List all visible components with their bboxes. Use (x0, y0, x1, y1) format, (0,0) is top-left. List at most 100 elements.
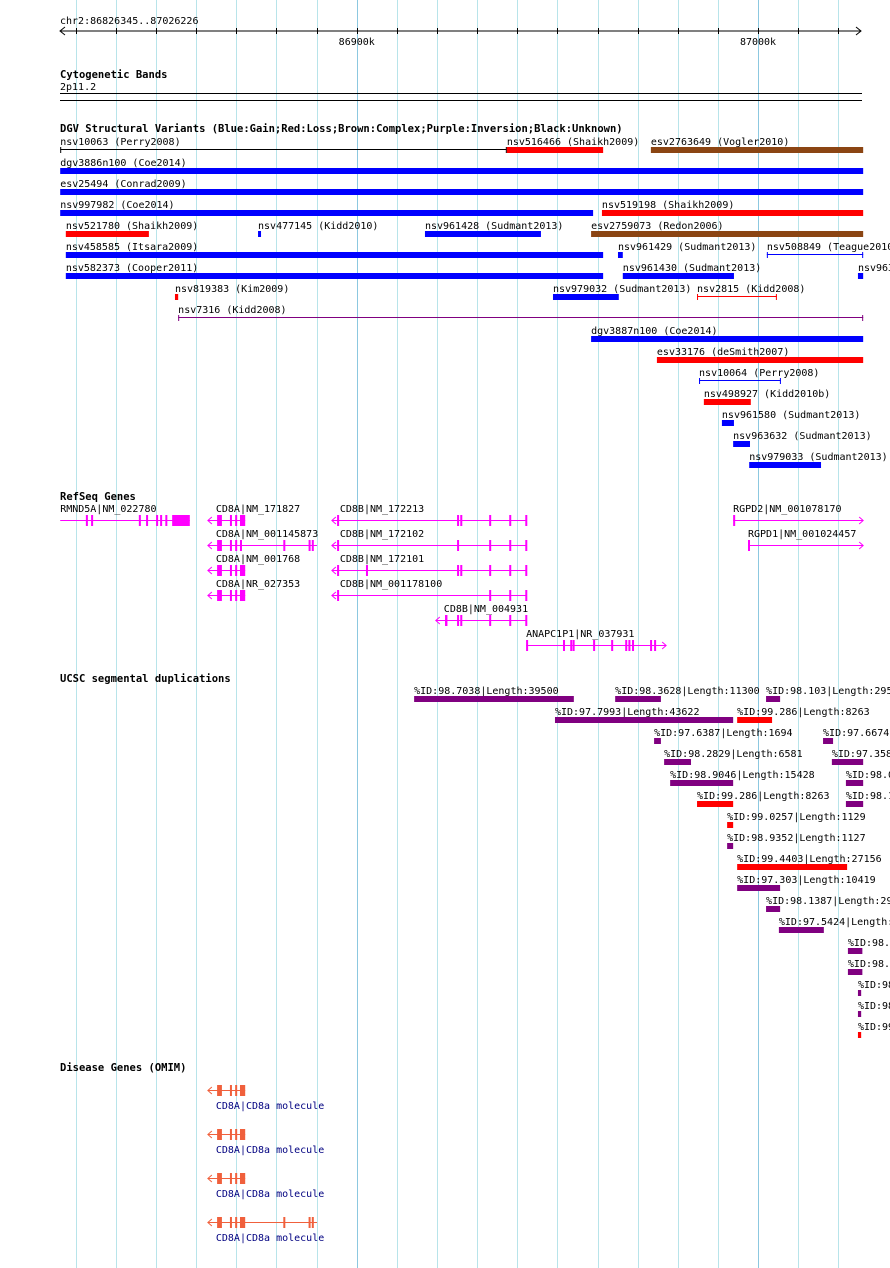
scroll-right-arrow-icon[interactable] (855, 26, 862, 36)
segdup-bar[interactable] (847, 948, 863, 954)
variant-bar[interactable] (733, 441, 751, 447)
variant-bar[interactable] (703, 399, 751, 405)
gene-label[interactable]: CD8A|NM_001145873 (216, 529, 318, 540)
segdup-label[interactable]: %ID:98.7038|Length:39500 (414, 686, 559, 697)
segdup-label[interactable]: %ID:98. (848, 959, 890, 970)
variant-label[interactable]: nsv10063 (Perry2008) (60, 137, 180, 148)
variant-label[interactable]: nsv961580 (Sudmant2013) (722, 410, 860, 421)
segdup-feature[interactable]: %ID:98.0 (845, 770, 890, 786)
gene-label[interactable]: CD8B|NM_172102 (340, 529, 424, 540)
variant-line[interactable] (699, 380, 781, 381)
segdup-label[interactable]: %ID:97.5424|Length: (779, 917, 890, 928)
structural-variant[interactable]: esv2759073 (Redon2006) (591, 221, 864, 237)
variant-bar[interactable] (656, 357, 864, 363)
variant-bar[interactable] (650, 147, 864, 153)
variant-label[interactable]: dgv3886n100 (Coe2014) (60, 158, 186, 169)
segdup-feature[interactable]: %ID:97.303|Length:10419 (737, 875, 876, 891)
segdup-feature[interactable]: %ID:97.6674 (823, 728, 889, 744)
segdup-label[interactable]: %ID:97.7993|Length:43622 (555, 707, 700, 718)
omim-gene-link[interactable]: CD8A|CD8a molecule (216, 1145, 324, 1156)
variant-bar[interactable] (591, 336, 864, 342)
refseq-gene[interactable]: ANAPC1P1|NR_037931 (526, 629, 667, 651)
gene-label[interactable]: CD8B|NM_172213 (340, 504, 424, 515)
structural-variant[interactable]: nsv961429 (Sudmant2013) (617, 242, 756, 258)
segdup-feature[interactable]: %ID:98.2829|Length:6581 (664, 749, 803, 765)
segdup-label[interactable]: %ID:99.286|Length:8263 (737, 707, 869, 718)
variant-label[interactable]: nsv498927 (Kidd2010b) (704, 389, 830, 400)
segdup-feature[interactable]: %ID:98.1 (845, 791, 890, 807)
refseq-gene[interactable]: CD8B|NM_172213 (331, 504, 528, 526)
variant-label[interactable]: nsv819383 (Kim2009) (175, 284, 289, 295)
structural-variant[interactable]: nsv516466 (Shaikh2009) (506, 137, 639, 153)
gene-label[interactable]: CD8B|NM_172101 (340, 554, 424, 565)
variant-line[interactable] (178, 317, 864, 318)
omim-gene[interactable]: CD8A|CD8a molecule (207, 1085, 324, 1112)
variant-label[interactable]: nsv979032 (Sudmant2013) (553, 284, 691, 295)
segdup-bar[interactable] (654, 738, 661, 744)
structural-variant[interactable]: nsv961580 (Sudmant2013) (721, 410, 860, 426)
variant-label[interactable]: nsv997982 (Coe2014) (60, 200, 174, 211)
variant-label[interactable]: nsv516466 (Shaikh2009) (507, 137, 639, 148)
segdup-bar[interactable] (766, 906, 781, 912)
structural-variant[interactable]: nsv997982 (Coe2014) (60, 200, 594, 216)
gene-label[interactable]: RGPD1|NM_001024457 (748, 529, 856, 540)
variant-label[interactable]: nsv477145 (Kidd2010) (258, 221, 378, 232)
variant-label[interactable]: esv33176 (deSmith2007) (657, 347, 789, 358)
variant-label[interactable]: nsv7316 (Kidd2008) (178, 305, 286, 316)
structural-variant[interactable]: esv33176 (deSmith2007) (656, 347, 864, 363)
variant-label[interactable]: nsv961430 (Sudmant2013) (623, 263, 761, 274)
variant-bar[interactable] (60, 189, 864, 195)
variant-label[interactable]: nsv508849 (Teague2010) (767, 242, 890, 253)
segdup-bar[interactable] (414, 696, 574, 702)
variant-label[interactable]: nsv2815 (Kidd2008) (697, 284, 805, 295)
segdup-feature[interactable]: %ID:98.9046|Length:15428 (670, 770, 815, 786)
segdup-bar[interactable] (737, 864, 848, 870)
variant-bar[interactable] (65, 231, 149, 237)
segdup-label[interactable]: %ID:97.6674 (823, 728, 889, 739)
structural-variant[interactable]: nsv508849 (Teague2010) (766, 242, 890, 258)
structural-variant[interactable]: nsv521780 (Shaikh2009) (65, 221, 198, 237)
segdup-feature[interactable]: %ID:99.0257|Length:1129 (727, 812, 866, 828)
segdup-label[interactable]: %ID:99.286|Length:8263 (697, 791, 829, 802)
segdup-feature[interactable]: %ID:98 (857, 1001, 890, 1017)
variant-bar[interactable] (60, 168, 864, 174)
gene-label[interactable]: CD8B|NM_004931 (444, 604, 528, 615)
structural-variant[interactable]: nsv961430 (Sudmant2013) (622, 263, 761, 279)
segdup-bar[interactable] (697, 801, 734, 807)
structural-variant[interactable]: nsv979033 (Sudmant2013) (749, 452, 888, 468)
refseq-gene[interactable]: CD8B|NM_001178100 (331, 579, 528, 601)
segdup-label[interactable]: %ID:98.1387|Length:29 (766, 896, 890, 907)
omim-gene[interactable]: CD8A|CD8a molecule (207, 1173, 324, 1200)
segdup-feature[interactable]: %ID:98.3628|Length:11300 (615, 686, 760, 702)
structural-variant[interactable]: nsv477145 (Kidd2010) (258, 221, 378, 237)
segdup-label[interactable]: %ID:98. (848, 938, 890, 949)
gene-label[interactable]: CD8A|NR_027353 (216, 579, 300, 590)
segdup-bar[interactable] (845, 780, 864, 786)
variant-label[interactable]: nsv963 (858, 263, 890, 274)
segdup-label[interactable]: %ID:98.9046|Length:15428 (670, 770, 815, 781)
variant-label[interactable]: nsv582373 (Cooper2011) (66, 263, 198, 274)
variant-bar[interactable] (591, 231, 864, 237)
variant-line[interactable] (697, 296, 777, 297)
variant-label[interactable]: esv2763649 (Vogler2010) (651, 137, 789, 148)
structural-variant[interactable]: nsv961428 (Sudmant2013) (424, 221, 563, 237)
omim-gene-link[interactable]: CD8A|CD8a molecule (216, 1233, 324, 1244)
variant-line[interactable] (766, 254, 864, 255)
structural-variant[interactable]: nsv979032 (Sudmant2013) (552, 284, 691, 300)
segdup-label[interactable]: %ID:99 (858, 1022, 890, 1033)
refseq-gene[interactable]: CD8A|NM_171827 (207, 504, 300, 526)
structural-variant[interactable]: nsv2815 (Kidd2008) (697, 284, 805, 300)
segdup-label[interactable]: %ID:98.0 (846, 770, 890, 781)
structural-variant[interactable]: dgv3886n100 (Coe2014) (60, 158, 864, 174)
segdup-feature[interactable]: %ID:97.7993|Length:43622 (554, 707, 734, 723)
variant-bar[interactable] (60, 210, 594, 216)
segdup-feature[interactable]: %ID:99.4403|Length:27156 (737, 854, 882, 870)
structural-variant[interactable]: nsv819383 (Kim2009) (174, 284, 289, 300)
segdup-bar[interactable] (737, 885, 781, 891)
structural-variant[interactable]: nsv963632 (Sudmant2013) (733, 431, 872, 447)
segdup-label[interactable]: %ID:98.9352|Length:1127 (727, 833, 865, 844)
structural-variant[interactable]: nsv582373 (Cooper2011) (65, 263, 604, 279)
refseq-gene[interactable]: RMND5A|NM_022780 (60, 504, 190, 526)
segdup-feature[interactable]: %ID:98.1387|Length:29 (766, 896, 890, 912)
segdup-label[interactable]: %ID:97.358 (832, 749, 890, 760)
